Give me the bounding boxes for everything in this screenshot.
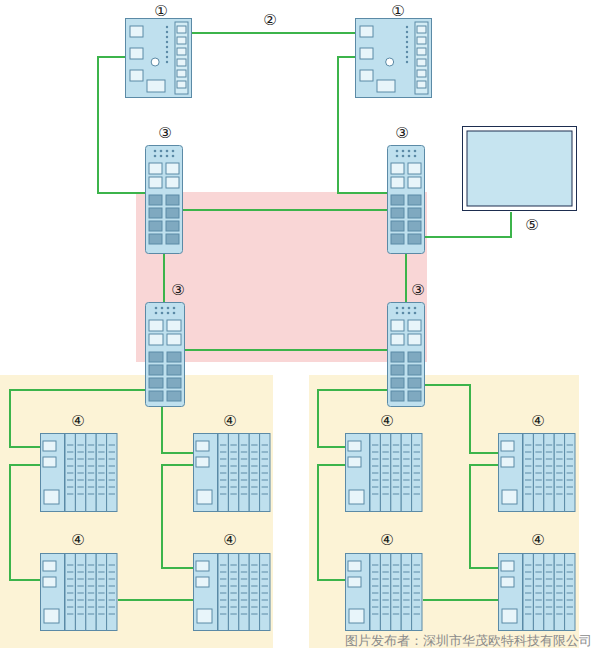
network-cable (192, 32, 355, 34)
network-cable (98, 57, 145, 193)
callout-number: ④ (531, 412, 544, 430)
network-switch: ③ (145, 145, 183, 254)
network-cable (425, 385, 498, 453)
switch-drawing (387, 145, 425, 254)
network-cable (425, 212, 511, 237)
callout-number: ④ (223, 531, 236, 549)
io-module-drawing (40, 553, 118, 631)
callout-number: ③ (411, 281, 424, 299)
controller: ① (355, 18, 432, 98)
callout-number: ⑤ (525, 216, 538, 234)
network-cable (470, 465, 498, 568)
io-module-drawing (345, 553, 423, 631)
network-cable (318, 465, 345, 580)
io-module-drawing (40, 433, 118, 512)
network-switch: ③ (145, 302, 185, 407)
io-module: ④ (193, 553, 271, 631)
network-cable (162, 465, 193, 568)
controller-drawing (125, 18, 192, 98)
watermark: 图片发布者：深圳市华茂欧特科技有限公司 (345, 633, 592, 648)
callout-number: ④ (223, 412, 236, 430)
io-module-drawing (498, 433, 576, 512)
callout-number: ④ (71, 531, 84, 549)
network-switch: ③ (387, 145, 425, 254)
callout-number: ① (154, 2, 167, 20)
network-cable (163, 254, 165, 302)
callout-number: ④ (71, 412, 84, 430)
monitor-drawing (461, 125, 578, 212)
io-module: ④ (498, 433, 576, 512)
hmi-monitor: ⑤ (461, 125, 578, 212)
io-module: ④ (40, 433, 118, 512)
io-module: ④ (40, 553, 118, 631)
io-module-drawing (498, 553, 576, 631)
callout-number: ③ (395, 124, 408, 142)
network-cable (10, 465, 40, 580)
callout-number: ④ (531, 531, 544, 549)
network-cable (405, 254, 407, 302)
switch-drawing (145, 302, 185, 407)
io-module-drawing (193, 553, 271, 631)
network-cable (162, 407, 193, 453)
controller: ① (125, 18, 192, 98)
network-cable (185, 349, 387, 351)
network-switch: ③ (387, 302, 425, 407)
switch-drawing (145, 145, 183, 254)
io-module-drawing (345, 433, 423, 512)
callout-number: ① (391, 2, 404, 20)
callout-number: ③ (171, 281, 184, 299)
switch-drawing (387, 302, 425, 407)
callout-number: ④ (380, 412, 393, 430)
network-cable (423, 599, 498, 601)
io-region (0, 375, 273, 648)
network-cable (118, 599, 193, 601)
io-module: ④ (345, 553, 423, 631)
network-cable (183, 209, 387, 211)
io-module: ④ (498, 553, 576, 631)
callout-number: ③ (158, 124, 171, 142)
io-module-drawing (193, 433, 271, 512)
callout-number: ② (263, 11, 276, 29)
io-region (309, 375, 579, 648)
callout-number: ④ (380, 531, 393, 549)
io-module: ④ (193, 433, 271, 512)
io-module: ④ (345, 433, 423, 512)
controller-drawing (355, 18, 432, 98)
